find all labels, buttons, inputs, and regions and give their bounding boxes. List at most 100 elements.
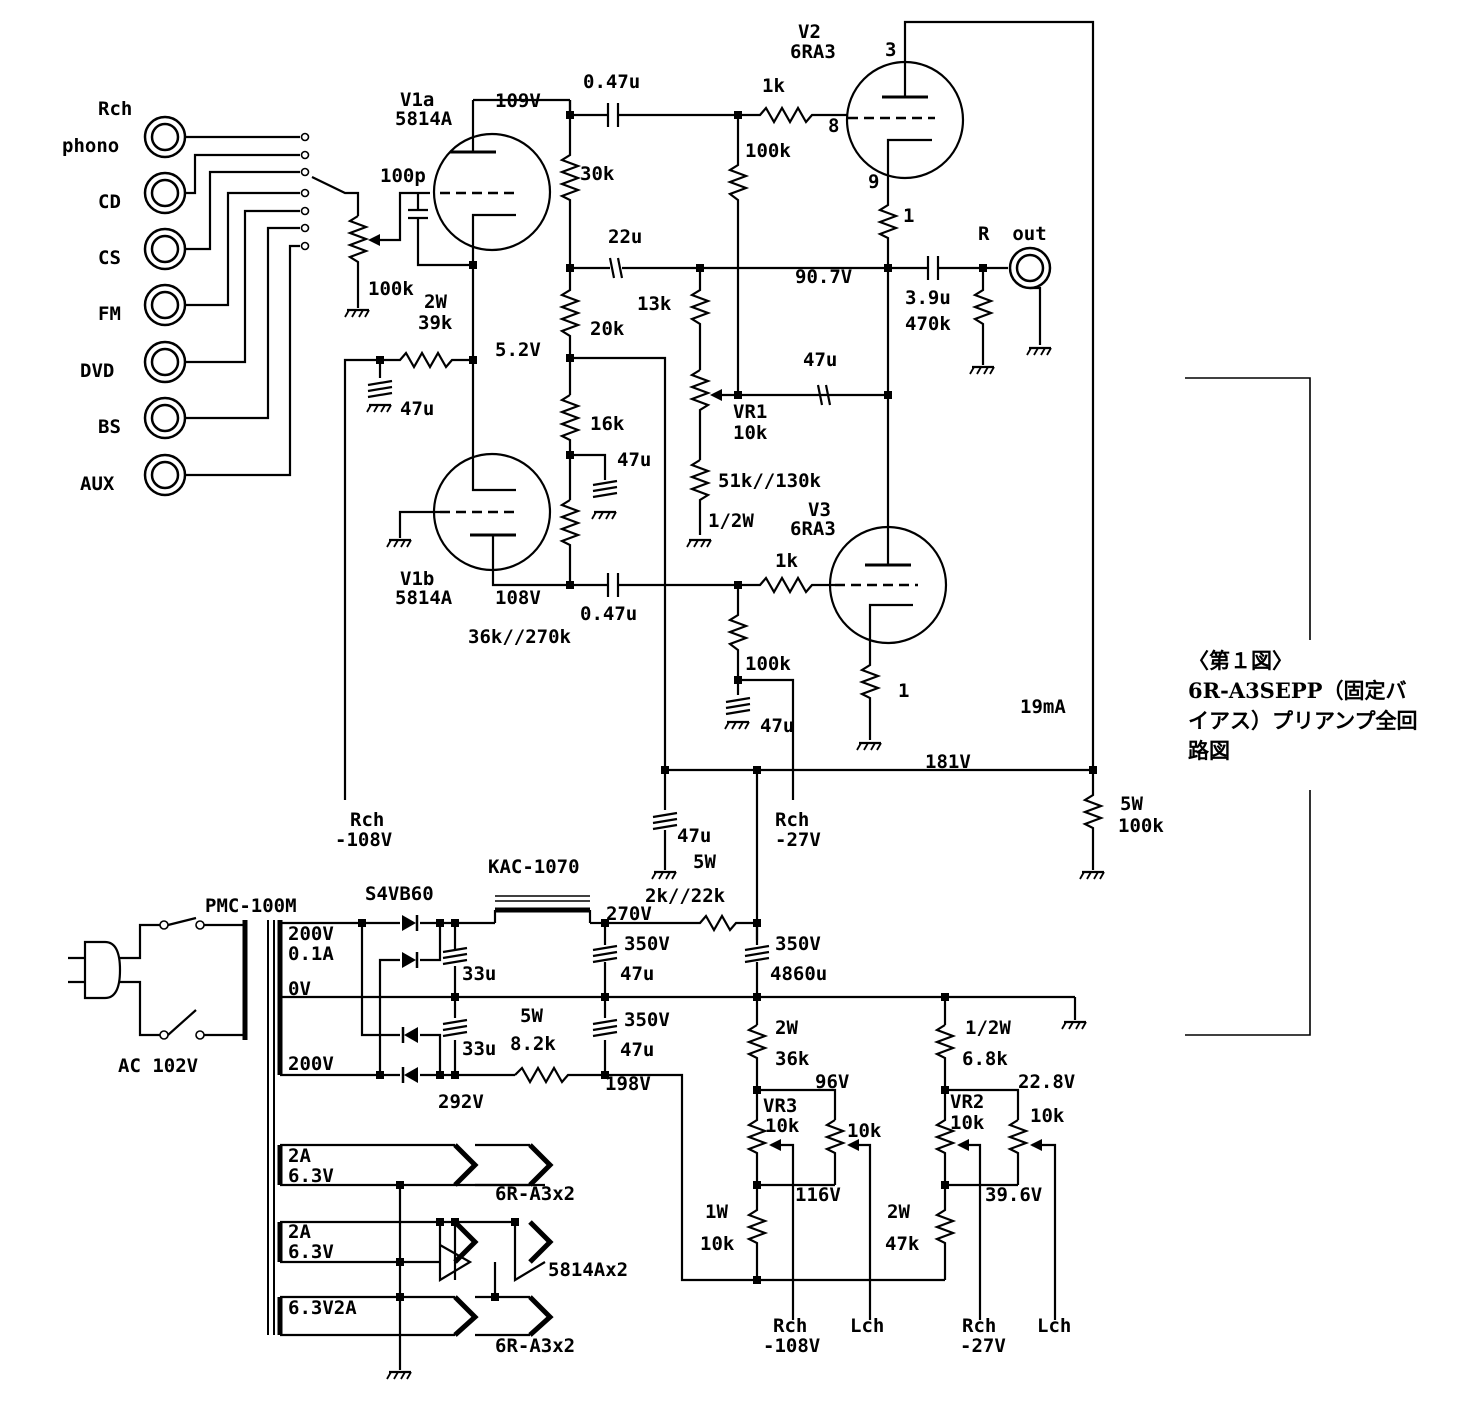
label-v270: 270V [606, 903, 652, 925]
label-t01a: 0.1A [288, 943, 334, 965]
label-v1b-type: 5814A [395, 587, 453, 609]
caption-line-2: 6R-A3SEPP（固定バ [1188, 678, 1406, 703]
label-r16k: 16k [590, 413, 625, 435]
label-t200v: 200V [288, 923, 334, 945]
label-r5w-c: 5W [520, 1005, 543, 1027]
label-v3-type: 6RA3 [790, 518, 836, 540]
jack-fm [143, 283, 187, 327]
bias-string [688, 268, 888, 535]
label-pin9: 9 [868, 171, 879, 193]
jack-aux [143, 453, 187, 497]
label-h1-a: 2A [288, 1145, 311, 1167]
label-c22u: 22u [608, 226, 642, 248]
label-c47u-d: 47u [760, 715, 794, 737]
label-cs: CS [98, 247, 121, 269]
tube-v2 [845, 20, 1095, 770]
heater-windings [280, 1143, 546, 1370]
label-v3: V3 [808, 499, 831, 521]
label-cd: CD [98, 191, 121, 213]
label-r12w-b: 1/2W [965, 1017, 1011, 1039]
label-c33u-a: 33u [462, 963, 496, 985]
jack-r-out [1008, 246, 1052, 290]
ac-plug [68, 923, 160, 1037]
selector-wiring [185, 135, 430, 477]
transformer [242, 920, 283, 1335]
label-rch-108-a: Rch [350, 809, 384, 831]
label-r100k-bot: 100k [745, 653, 791, 675]
jack-dvd [143, 340, 187, 384]
label-t200v-b: 200V [288, 1053, 334, 1075]
label-181v: 181V [925, 751, 971, 773]
label-r12w: 1/2W [708, 510, 754, 532]
label-c47u-b: 47u [803, 349, 837, 371]
label-r2w: 2W [424, 291, 447, 313]
label-r51k: 51k//130k [718, 470, 822, 492]
label-v52: 5.2V [495, 339, 541, 361]
label-r1w: 1W [705, 1201, 728, 1223]
choke-kac1070 [493, 895, 592, 923]
label-m108-b: -108V [763, 1335, 820, 1357]
res-1-top [876, 190, 900, 268]
label-h3: 6.3V2A [288, 1297, 357, 1319]
label-c47u-c: 47u [617, 449, 651, 471]
power-switch[interactable] [167, 916, 197, 927]
label-r30k: 30k [580, 163, 615, 185]
label-vr2: VR2 [950, 1091, 984, 1113]
label-r36k270k: 36k//270k [468, 626, 572, 648]
input-labels: Rch phono CD CS FM DVD BS AUX [62, 98, 132, 495]
jack-phono [143, 115, 187, 159]
label-r2w-b: 2W [775, 1017, 798, 1039]
volume-wiper-icon [368, 234, 380, 246]
jack-cs [143, 227, 187, 271]
label-ac102: AC 102V [118, 1055, 198, 1077]
label-r100k-5w: 100k [1118, 815, 1164, 837]
label-r10k-b: 10k [1030, 1105, 1065, 1127]
label-c350v-c: 350V [624, 1009, 670, 1031]
component-labels: 109V 0.47u 1k 100k 30k 100p 1 22u R out … [118, 71, 1164, 1357]
label-109v: 109V [495, 90, 541, 112]
jack-cd [143, 171, 187, 215]
label-v1a-type: 5814A [395, 108, 453, 130]
label-r5w-a: 5W [1120, 793, 1143, 815]
volume-pot [346, 215, 370, 266]
label-v116: 116V [795, 1184, 841, 1206]
bias-supply-108 [745, 1024, 872, 1320]
label-v2: V2 [798, 21, 821, 43]
label-aux: AUX [80, 473, 115, 495]
input-jacks [143, 115, 187, 497]
label-v198: 198V [605, 1073, 651, 1095]
bracket-top [1185, 377, 1311, 640]
res-39k [380, 350, 473, 370]
label-v907: 90.7V [795, 266, 852, 288]
selector-contacts [300, 132, 310, 251]
label-c33u-b: 33u [462, 1038, 496, 1060]
label-r2w-c: 2W [887, 1201, 910, 1223]
label-vr1: VR1 [733, 401, 767, 423]
figure-caption: 〈第１図〉 6R-A3SEPP（固定バ イアス）プリアンプ全回 路図 [1188, 648, 1418, 763]
label-rch-108-b: Rch [773, 1315, 807, 1337]
label-r1-top: 1 [903, 205, 914, 227]
label-m108-a: -108V [335, 829, 392, 851]
tube-v1b [398, 365, 570, 587]
label-r39k: 39k [418, 312, 453, 334]
label-c350v-b: 350V [775, 933, 821, 955]
tube-labels: V1a 5814A V1b 5814A V2 6RA3 V3 6RA3 3 8 … [395, 21, 896, 609]
jack-bs [143, 396, 187, 440]
label-rch: Rch [98, 98, 132, 120]
label-r82k: 8.2k [510, 1033, 556, 1055]
label-phono: phono [62, 135, 119, 157]
tube-v3 [828, 525, 948, 650]
label-v1a: V1a [400, 89, 434, 111]
label-v396: 39.6V [985, 1184, 1042, 1206]
divider-chain [558, 100, 667, 770]
label-19ma: 19mA [1020, 696, 1066, 718]
label-v108: 108V [495, 587, 541, 609]
label-r100k-top: 100k [745, 140, 791, 162]
cap-22u [570, 257, 888, 279]
label-v2-type: 6RA3 [790, 41, 836, 63]
label-c47u-a: 47u [400, 398, 434, 420]
label-v292: 292V [438, 1091, 484, 1113]
label-c047-bot: 0.47u [580, 603, 637, 625]
label-c047-top: 0.47u [583, 71, 640, 93]
